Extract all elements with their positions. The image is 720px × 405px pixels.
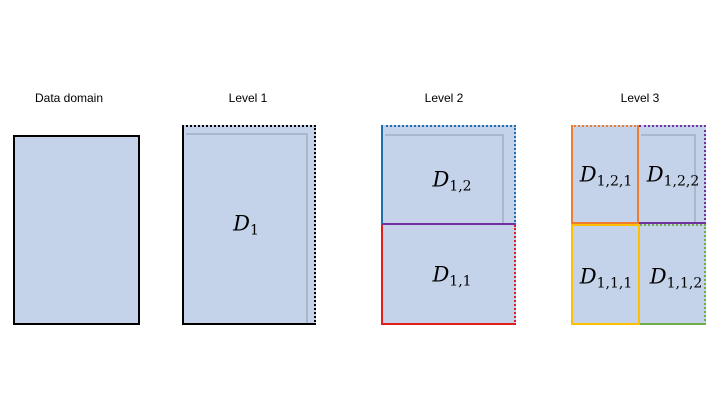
label-d122: D1,2,2 — [647, 163, 699, 190]
region-letter: D — [432, 167, 450, 192]
label-d112: D1,1,2 — [650, 265, 702, 292]
label-d121: D1,2,1 — [580, 163, 632, 190]
title-level-1: Level 1 — [228, 91, 268, 105]
region-letter: D — [646, 162, 664, 187]
region-index: 1,2,2 — [663, 173, 700, 190]
region-index: 1,1,1 — [596, 275, 633, 292]
region-letter: D — [579, 162, 597, 187]
region-d112 — [640, 224, 706, 325]
region-d111 — [571, 224, 640, 325]
region-d1 — [182, 125, 316, 325]
title-data-domain: Data domain — [34, 91, 104, 105]
region-index: 1,2 — [449, 178, 472, 195]
label-d11: D1,1 — [432, 263, 471, 290]
inner-outline — [385, 134, 504, 223]
region-index: 1,1,2 — [666, 275, 703, 292]
title-level-2: Level 2 — [424, 91, 464, 105]
region-d11 — [381, 225, 516, 325]
label-d111: D1,1,1 — [580, 265, 632, 292]
region-letter: D — [233, 211, 250, 236]
region-index: 1,1 — [449, 273, 472, 290]
region-letter: D — [649, 264, 667, 289]
inner-outline — [641, 134, 696, 222]
title-level-3: Level 3 — [620, 91, 660, 105]
data-domain-box — [13, 135, 140, 325]
region-index: 1 — [249, 222, 259, 239]
region-d121 — [571, 125, 639, 224]
label-d12: D1,2 — [432, 168, 471, 195]
region-letter: D — [432, 262, 450, 287]
inner-outline — [186, 133, 308, 323]
region-d122 — [639, 125, 706, 224]
region-letter: D — [579, 264, 597, 289]
label-d1: D1 — [233, 212, 259, 239]
region-index: 1,2,1 — [596, 173, 633, 190]
region-d12 — [381, 125, 516, 225]
